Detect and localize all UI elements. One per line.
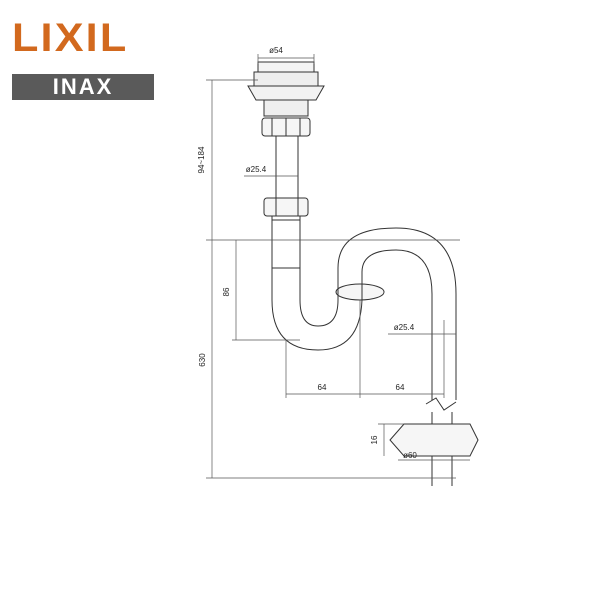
trap-pipe bbox=[271, 216, 457, 486]
flange-height-label: 16 bbox=[370, 435, 379, 444]
dimension-lines bbox=[206, 54, 470, 479]
upper-nut bbox=[261, 117, 311, 137]
lixil-logo: LIXIL bbox=[12, 16, 129, 60]
flange-dia-label: ø60 bbox=[403, 451, 417, 460]
height-range-label: 94~184 bbox=[197, 146, 206, 173]
offset-left-label: 64 bbox=[318, 383, 327, 392]
inax-logo: INAX bbox=[12, 74, 154, 100]
pipe-dia-upper-label: ø25.4 bbox=[246, 165, 267, 174]
pipe-dia-lower-label: ø25.4 bbox=[394, 323, 415, 332]
top-dia-label: ø54 bbox=[269, 46, 283, 55]
drain-cap bbox=[247, 61, 325, 117]
offset-right-label: 64 bbox=[396, 383, 405, 392]
trap-depth-label: 86 bbox=[222, 287, 231, 296]
tailpiece-pipe bbox=[275, 136, 299, 198]
total-height-label: 630 bbox=[198, 353, 207, 367]
lower-nut bbox=[263, 197, 309, 217]
